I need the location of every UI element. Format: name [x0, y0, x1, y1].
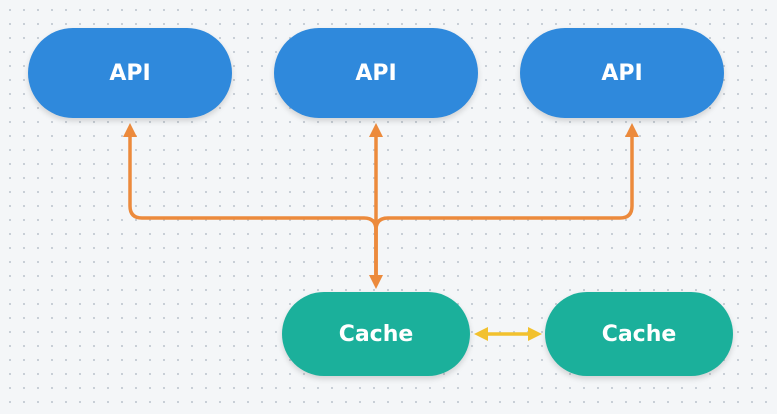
api-node-label: API	[109, 60, 151, 86]
connector-cache-to-api-left[interactable]	[123, 123, 383, 289]
connector-cache-to-api-right[interactable]	[374, 123, 639, 282]
api-node-left[interactable]: API	[28, 28, 232, 118]
api-node-label: API	[601, 60, 643, 86]
cache-node-secondary[interactable]: Cache	[545, 292, 733, 376]
api-node-label: API	[355, 60, 397, 86]
api-node-right[interactable]: API	[520, 28, 724, 118]
cache-node-label: Cache	[601, 321, 677, 347]
cache-node-label: Cache	[338, 321, 414, 347]
cache-node-primary[interactable]: Cache	[282, 292, 470, 376]
api-node-middle[interactable]: API	[274, 28, 478, 118]
